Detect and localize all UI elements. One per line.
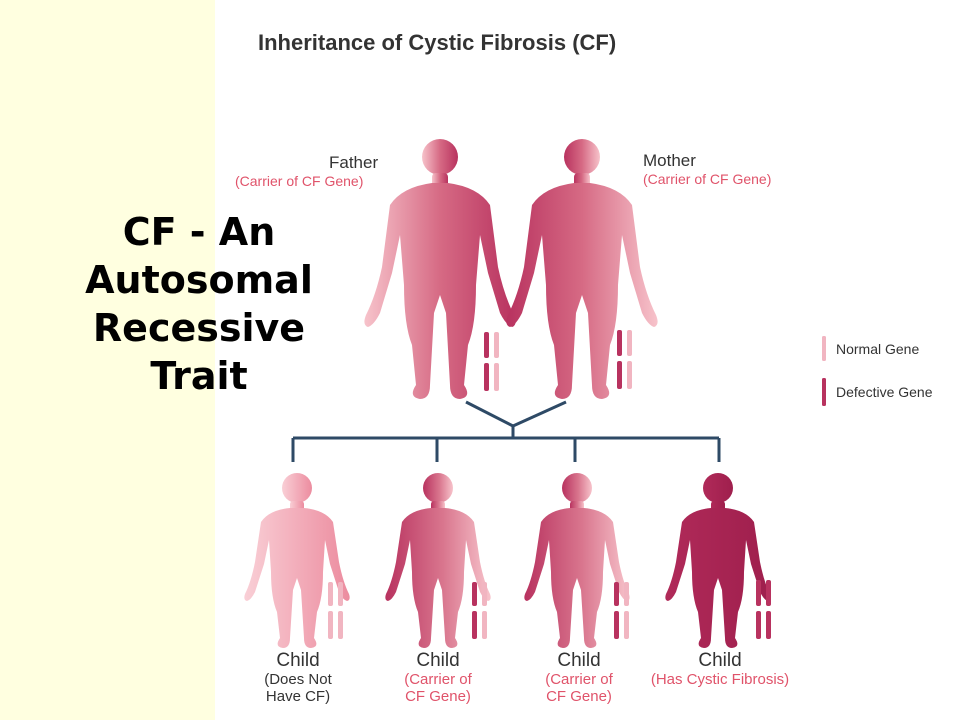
side-title-line: Recessive [92,306,306,350]
pedigree-lines [291,400,721,462]
child-4-chromosomes [756,580,771,639]
legend-normal-swatch [822,336,826,361]
child-1-note: (Does Not Have CF) [218,671,378,705]
child-1-label: Child [276,650,320,671]
child-2-label: Child [416,650,460,671]
side-title-line: Autosomal [85,258,313,302]
child-4-note-line: (Has Cystic Fibrosis) [650,671,790,688]
child-1-note-line: (Does Not [264,671,332,688]
child-4-label: Child [698,650,742,671]
side-title: CF - An Autosomal Recessive Trait [40,208,358,400]
child-1-chromosomes [328,582,343,639]
diagram-title: Inheritance of Cystic Fibrosis (CF) [258,30,617,55]
mother-figure [506,139,658,399]
mother-note: (Carrier of CF Gene) [643,171,772,187]
father-figure [364,139,516,399]
father-label: Father [329,153,379,172]
mother-label: Mother [643,151,696,170]
side-title-line: Trait [150,354,248,398]
child-3-note-line: (Carrier of [545,671,613,688]
legend-defective-swatch [822,378,826,406]
father-note: (Carrier of CF Gene) [235,173,364,189]
child-4-note: (Has Cystic Fibrosis) [640,671,800,688]
child-1-note-line: Have CF) [265,688,331,705]
child-3-note-line: CF Gene) [546,688,612,705]
child-2-note: (Carrier of CF Gene) [358,671,518,705]
child-4-figure [665,473,771,648]
side-title-line: CF - An [122,210,276,254]
child-2-note-line: CF Gene) [405,688,471,705]
father-chromosomes [484,332,499,391]
legend-defective-label: Defective Gene [836,384,933,400]
child-3-note: (Carrier of CF Gene) [499,671,659,705]
legend-normal-label: Normal Gene [836,341,920,357]
child-3-figure [524,473,630,648]
child-2-chromosomes [472,582,487,639]
child-3-chromosomes [614,582,629,639]
child-2-note-line: (Carrier of [404,671,472,688]
child-1-figure [244,473,350,648]
child-3-label: Child [557,650,601,671]
mother-chromosomes [617,330,632,389]
